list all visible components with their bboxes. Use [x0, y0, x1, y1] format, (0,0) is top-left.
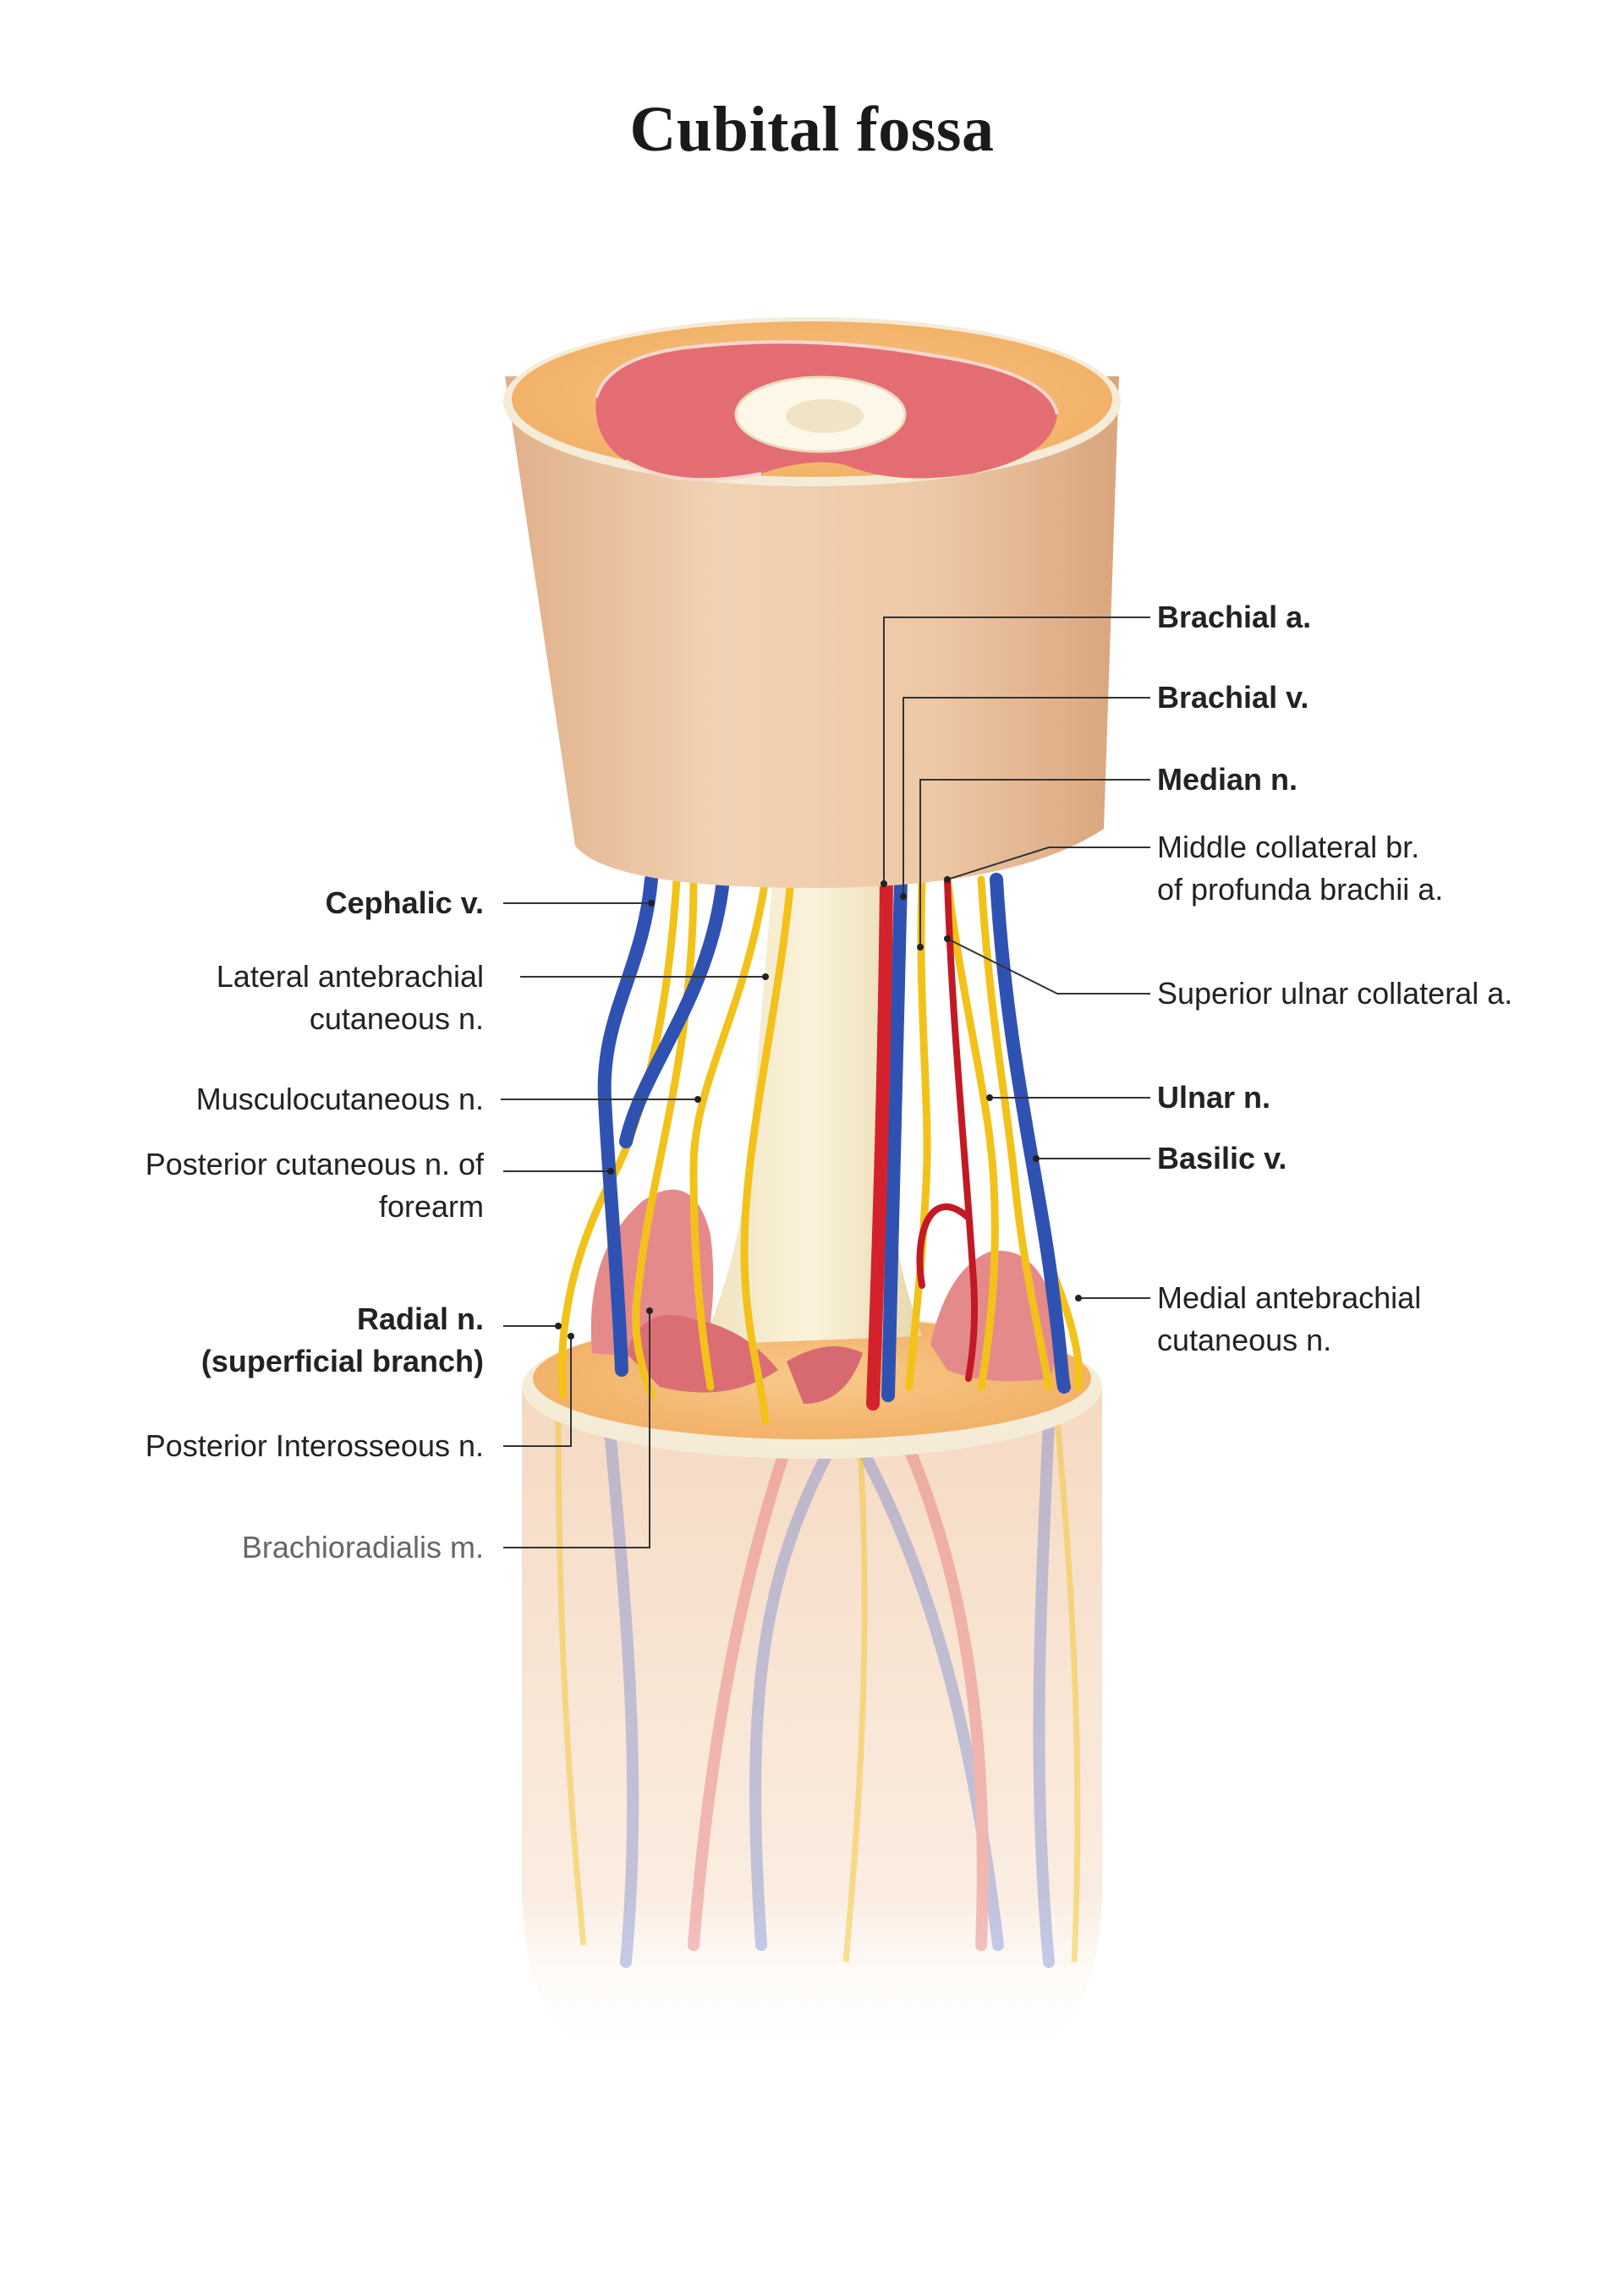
- label-lateral-antebrachial-line2: cutaneous n.: [309, 1001, 484, 1036]
- label-lateral-antebrachial: Lateral antebrachial cutaneous n.: [217, 956, 484, 1040]
- label-brachial-artery: Brachial a.: [1157, 600, 1312, 634]
- label-basilic-vein: Basilic v.: [1157, 1141, 1287, 1175]
- label-middle-collateral: Middle collateral br. of profunda brachi…: [1157, 826, 1443, 911]
- label-posterior-interosseous: Posterior Interosseous n.: [145, 1428, 484, 1463]
- leader-lines: [501, 616, 1150, 1548]
- label-median-nerve: Median n.: [1157, 762, 1298, 797]
- label-superior-ulnar-collateral: Superior ulnar collateral a.: [1157, 976, 1513, 1011]
- label-radial-nerve-line2: (superficial branch): [200, 1344, 484, 1378]
- label-radial-nerve-line1: Radial n.: [356, 1301, 484, 1336]
- label-musculocutaneous: Musculocutaneous n.: [195, 1082, 484, 1116]
- label-brachioradialis: Brachioradialis m.: [241, 1530, 484, 1564]
- label-lateral-antebrachial-line1: Lateral antebrachial: [216, 959, 484, 994]
- forearm-segment: [522, 1387, 1102, 2063]
- label-medial-antebrachial-line2: cutaneous n.: [1157, 1323, 1332, 1357]
- label-brachial-vein: Brachial v.: [1157, 680, 1309, 715]
- label-ulnar-nerve: Ulnar n.: [1157, 1080, 1271, 1115]
- leader-dots: [555, 876, 1082, 1340]
- arm-segment: [503, 317, 1121, 888]
- label-middle-collateral-line2: of profunda brachii a.: [1157, 872, 1444, 907]
- neurovascular-bundle: [557, 873, 1084, 1425]
- label-cephalic-vein: Cephalic v.: [325, 885, 484, 920]
- label-posterior-cutaneous-line1: Posterior cutaneous n. of: [145, 1147, 484, 1181]
- label-posterior-cutaneous: Posterior cutaneous n. of forearm: [145, 1143, 484, 1228]
- humerus-bone: [702, 863, 922, 1345]
- label-middle-collateral-line1: Middle collateral br.: [1157, 830, 1420, 864]
- label-radial-nerve: Radial n. (superficial branch): [201, 1298, 484, 1383]
- label-medial-antebrachial-line1: Medial antebrachial: [1157, 1280, 1422, 1315]
- label-medial-antebrachial: Medial antebrachial cutaneous n.: [1157, 1277, 1421, 1362]
- diagram-title: Cubital fossa: [629, 94, 995, 165]
- label-posterior-cutaneous-line2: forearm: [378, 1189, 484, 1224]
